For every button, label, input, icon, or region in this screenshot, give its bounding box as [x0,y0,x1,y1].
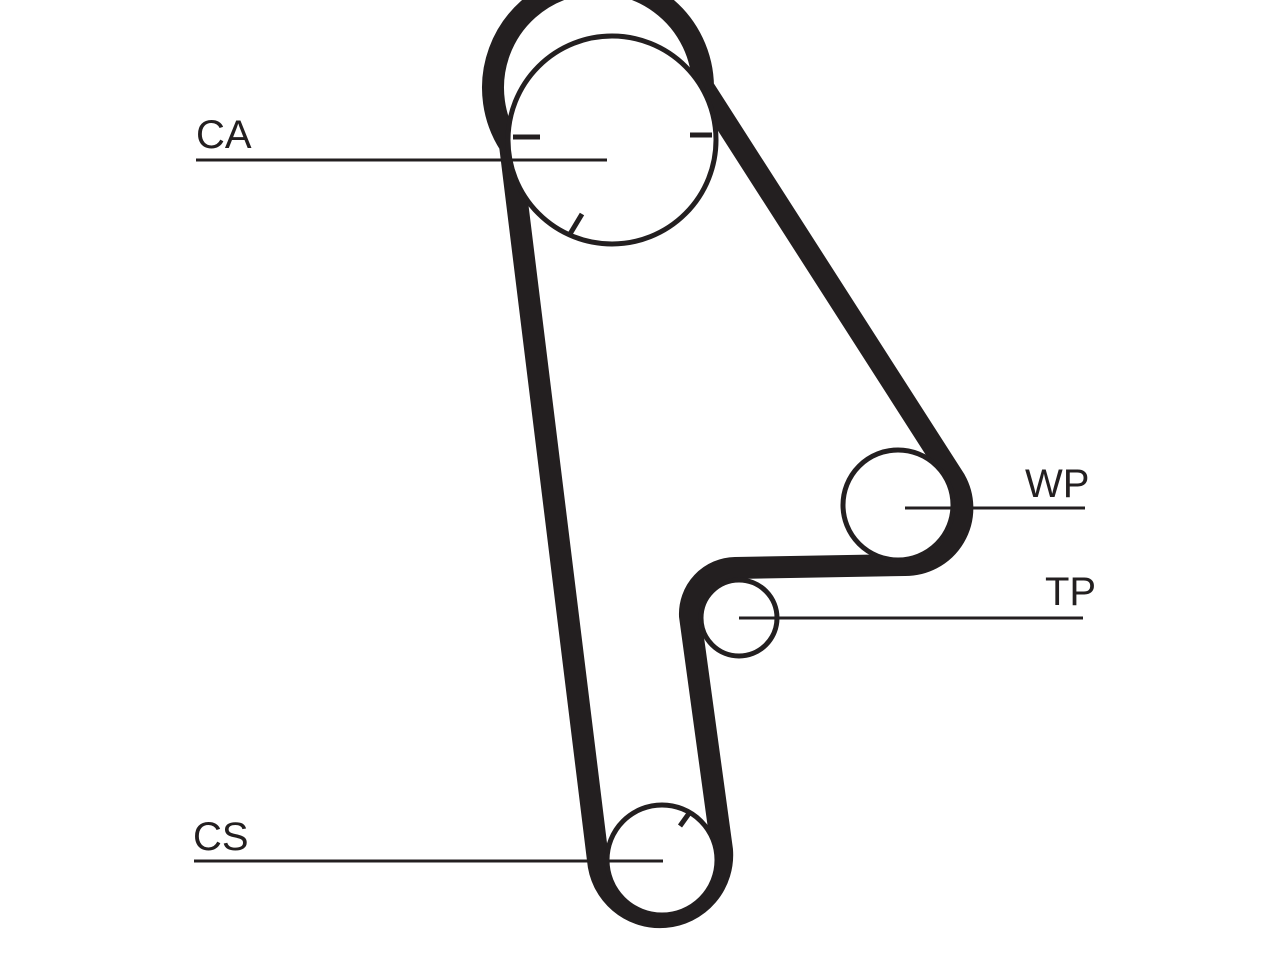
water-pump-pulley [840,447,956,563]
camshaft-label: CA [196,113,252,157]
tensioner-label: TP [1045,570,1096,614]
water-pump-label: WP [1025,462,1089,506]
camshaft-timing-mark [567,212,585,236]
camshaft-pulley [505,33,719,247]
crankshaft-label: CS [193,815,249,859]
crankshaft-timing-mark [677,810,693,828]
